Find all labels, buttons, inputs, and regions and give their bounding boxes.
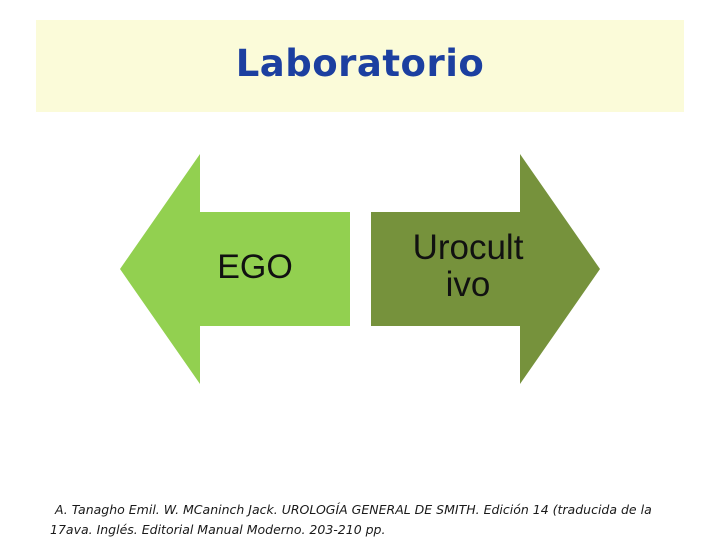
left-arrow — [120, 154, 350, 384]
slide-title: Laboratorio — [235, 42, 485, 85]
right-arrow-label: Urocult ivo — [378, 228, 558, 304]
right-arrow-label-line1: Urocult — [412, 228, 524, 267]
left-arrow-label: EGO — [217, 248, 293, 286]
citation-text: A. Tanagho Emil. W. MCaninch Jack. UROLO… — [50, 502, 652, 537]
title-band: Laboratorio — [36, 20, 684, 112]
right-arrow-label-line2: ivo — [445, 264, 491, 304]
right-arrow — [371, 154, 600, 384]
